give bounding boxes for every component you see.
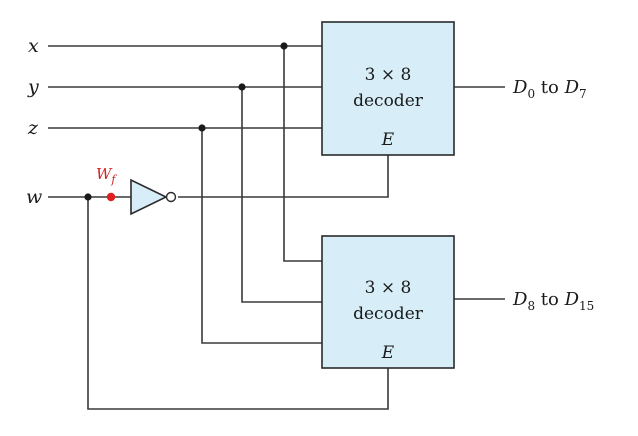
input-label-y: y bbox=[27, 76, 39, 98]
junction-z bbox=[198, 124, 206, 132]
decoder-top-enable-label: E bbox=[381, 130, 395, 150]
decoder-top: 3 × 8 decoder E bbox=[321, 21, 455, 156]
inverter-gate bbox=[130, 178, 168, 216]
output-label-top: D0 to D7 bbox=[512, 77, 587, 101]
junction-y bbox=[238, 83, 246, 91]
decoder-bottom-enable-label: E bbox=[381, 343, 395, 363]
wire-x-branch bbox=[283, 46, 322, 262]
decoder-bottom: 3 × 8 decoder E bbox=[321, 235, 455, 369]
fault-marker-dot bbox=[106, 192, 116, 202]
decoder-top-box bbox=[321, 21, 455, 156]
decoder-bottom-size: 3 × 8 bbox=[365, 278, 412, 298]
decoder-bottom-label: decoder bbox=[353, 304, 424, 324]
junction-x bbox=[280, 42, 288, 50]
decoder-top-size: 3 × 8 bbox=[365, 65, 412, 85]
fault-label: Wf bbox=[96, 165, 117, 186]
junction-w bbox=[84, 193, 92, 201]
output-label-bottom: D8 to D15 bbox=[512, 289, 594, 313]
input-label-z: z bbox=[27, 117, 39, 139]
wire-inverter-to-enable-top bbox=[178, 155, 389, 198]
wire-w-to-enable-bottom bbox=[87, 197, 389, 410]
wire-y-branch bbox=[241, 87, 322, 303]
decoder-top-label: decoder bbox=[353, 91, 424, 111]
wire-z-branch bbox=[201, 128, 322, 344]
input-label-x: x bbox=[28, 35, 39, 57]
decoder-bottom-box bbox=[321, 235, 455, 369]
input-label-w: w bbox=[26, 186, 42, 208]
inverter-bubble bbox=[165, 191, 177, 203]
